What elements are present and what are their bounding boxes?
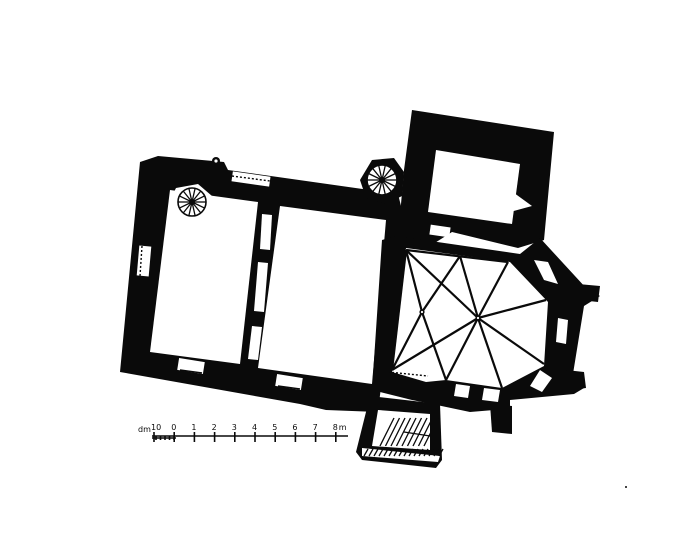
north-stair-turret (360, 158, 404, 204)
stair-tread (395, 417, 412, 447)
nave-walls (120, 156, 402, 412)
scale-tick-label: 1 (191, 423, 196, 432)
stair-tread (379, 417, 395, 447)
stair-tread (390, 417, 406, 447)
stair-tread (417, 417, 434, 447)
stair-tread (423, 417, 439, 447)
scale-tick-label: 3 (232, 423, 237, 432)
hatch-line (408, 448, 414, 457)
chancel (372, 236, 600, 434)
hatch-line (383, 448, 389, 457)
scale-tick-label: 7 (313, 423, 318, 432)
hatch-line (413, 448, 419, 457)
hatch-line (418, 448, 424, 457)
hatch-line (363, 448, 369, 457)
hatch-line (433, 448, 439, 457)
scale-tick-label: 10 (151, 423, 161, 432)
scale-tick-label: 2 (212, 423, 217, 432)
hatch-line (378, 448, 384, 457)
hatch-line (368, 448, 374, 457)
northwest-spiral-stair (170, 184, 212, 222)
scale-unit-label: m (339, 423, 347, 432)
scale-tick-label: 8 (333, 423, 338, 432)
scale-prefix: dm (138, 425, 151, 434)
hatch-line (373, 448, 379, 457)
tower (398, 110, 554, 248)
hatch-line (388, 448, 394, 457)
scale-tick-label: 5 (272, 423, 277, 432)
south-stair-tower (356, 396, 444, 468)
scale-tick-label: 4 (252, 423, 257, 432)
stair-tread (384, 417, 401, 447)
hatch-line (438, 448, 444, 457)
stair-tread (406, 417, 423, 447)
hatch-line (428, 448, 434, 457)
stair-landing (403, 431, 431, 437)
scale-tick-label: 6 (292, 423, 297, 432)
scale-tick-label: 0 (171, 423, 176, 432)
stair-tread (412, 417, 428, 447)
stair-tread (401, 417, 417, 447)
hatch-line (423, 448, 429, 457)
hatch-line (403, 448, 409, 457)
hatch-line (398, 448, 404, 457)
vault-ribs (390, 248, 547, 389)
hatch-line (393, 448, 399, 457)
